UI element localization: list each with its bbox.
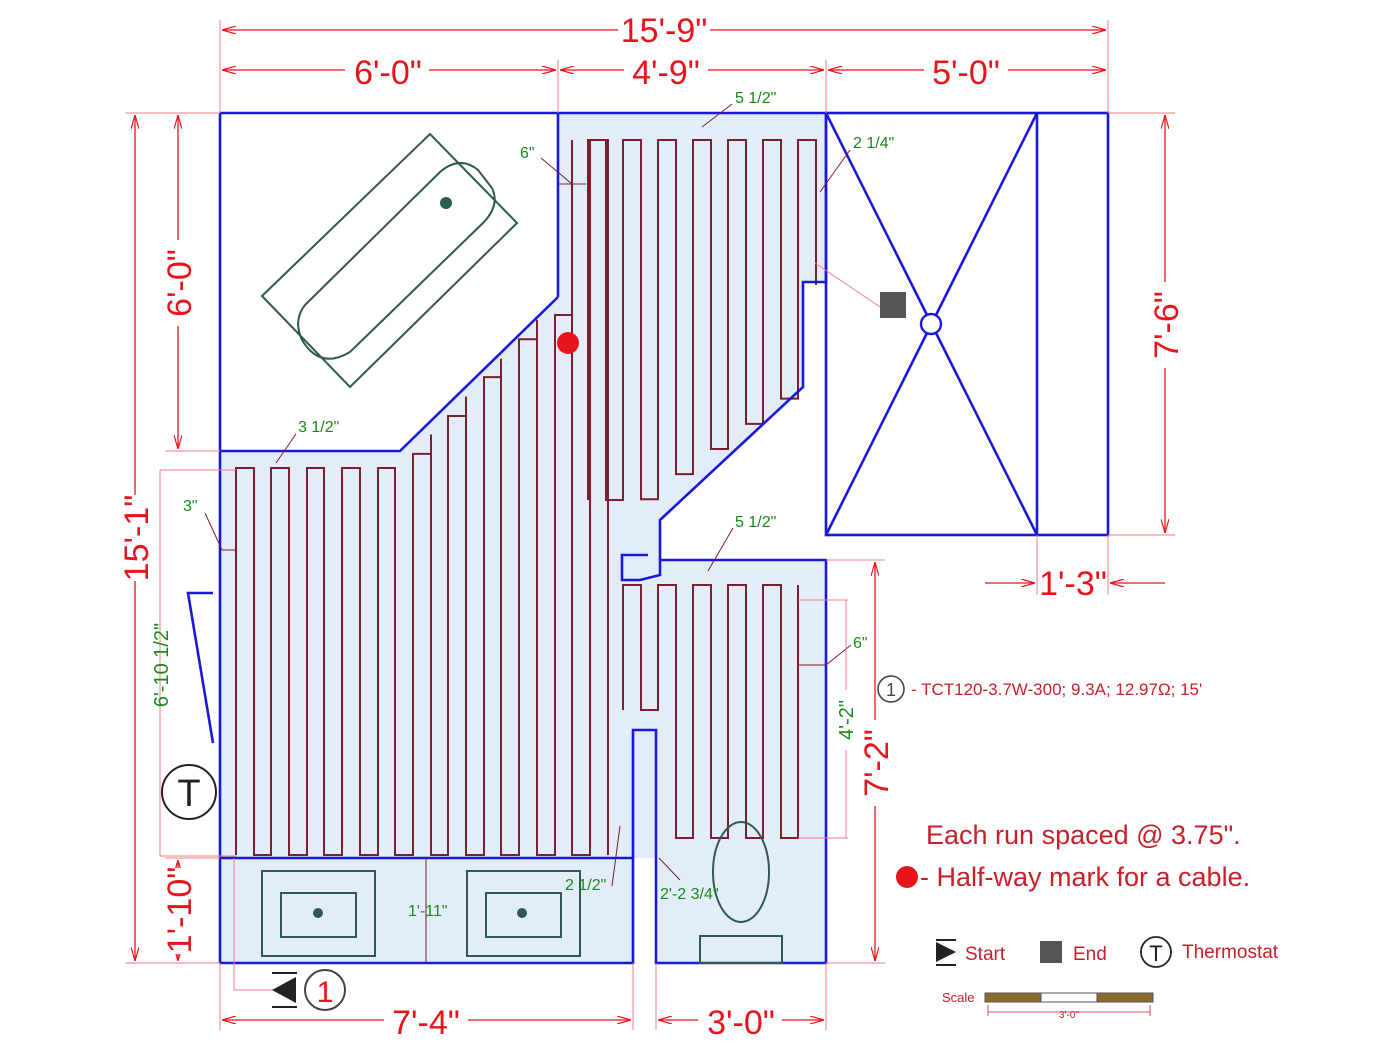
dim-left-upper: 6'-0"	[161, 249, 199, 317]
thermostat-icon	[1140, 936, 1172, 968]
cable-dim-right-wall: 6"	[853, 635, 868, 652]
scale-value: 3'-0"	[1059, 1010, 1079, 1021]
dimension-labels: 15'-9" 6'-0" 4'-9" 5'-0" 15'-1" 6'-0" 1'…	[118, 12, 1186, 1042]
halfway-mark	[557, 332, 579, 354]
cable-dim-height-left: 6'-10 1/2"	[151, 623, 173, 707]
halfway-mark-icon	[896, 866, 918, 888]
cable-dimensions: 5 1/2" 6" 2 1/4" 3 1/2" 3" 5 1/2" 6" 2 1…	[151, 90, 894, 991]
dim-right-lower: 7'-2"	[858, 729, 896, 797]
heated-area	[220, 113, 826, 963]
legend-start: Start	[965, 944, 1006, 965]
scale-label: Scale	[942, 990, 975, 1005]
cable-spec: 1 - TCT120-3.7W-300; 9.3A; 12.97Ω; 15'	[877, 675, 1202, 703]
vanity-sink-left	[261, 870, 376, 957]
cable-dim-toilet: 2'-2 3/4"	[660, 886, 719, 903]
cable-dim-left-top: 3 1/2"	[298, 419, 339, 436]
dim-shower-bench: 1'-3"	[1039, 565, 1107, 603]
cable-dim-bath-corner: 6"	[520, 145, 535, 162]
dim-shower-height: 7'-6"	[1148, 291, 1186, 359]
cable-start-marker: 1	[272, 969, 346, 1011]
cable-start-number: 1	[317, 976, 334, 1009]
note-spacing: Each run spaced @ 3.75".	[926, 820, 1241, 850]
dim-overall-height: 15'-1"	[118, 495, 156, 582]
dim-top-middle: 4'-9"	[632, 54, 700, 92]
cable-dim-shower-gap: 2 1/4"	[853, 135, 894, 152]
cable-dim-mid: 5 1/2"	[735, 514, 776, 531]
vanity-sink-right	[466, 870, 581, 957]
dim-top-right: 5'-0"	[932, 54, 1000, 92]
cable-run	[587, 139, 817, 501]
start-icon	[936, 942, 956, 962]
cable-dim-height-right: 4'-2"	[836, 700, 858, 740]
cable-spec-text: - TCT120-3.7W-300; 9.3A; 12.97Ω; 15'	[911, 680, 1202, 699]
cable-dim-vanity-clear: 1'-11"	[408, 903, 448, 920]
legend: Start End T Thermostat Scale 3'-0"	[936, 936, 1279, 1021]
legend-thermostat: Thermostat	[1182, 942, 1279, 963]
cable-spec-number: 1	[886, 680, 896, 700]
note-halfway: - Half-way mark for a cable.	[920, 862, 1250, 892]
toilet	[699, 821, 783, 964]
cable-dim-left-wall: 3"	[183, 498, 198, 515]
cable-dim-top: 5 1/2"	[735, 90, 776, 107]
wall-thermostat-symbol: T	[177, 773, 200, 815]
shower-drain	[919, 312, 943, 336]
cable-run	[235, 139, 609, 856]
end-icon	[1040, 941, 1062, 963]
dim-left-lower: 1'-10"	[161, 867, 199, 954]
wall-thermostat: T	[161, 764, 217, 820]
cable-run	[622, 584, 799, 839]
dim-bottom-left: 7'-4"	[392, 1004, 460, 1042]
cable-end-marker	[880, 292, 906, 318]
heating-cable-runs	[235, 139, 817, 856]
dim-bottom-right: 3'-0"	[707, 1004, 775, 1042]
bathtub	[260, 132, 519, 389]
cable-dim-vanity-gap: 2 1/2"	[565, 877, 606, 894]
dim-overall-width: 15'-9"	[621, 12, 708, 50]
dim-top-left: 6'-0"	[354, 54, 422, 92]
legend-end: End	[1073, 944, 1107, 965]
legend-thermostat-symbol: T	[1149, 941, 1162, 966]
